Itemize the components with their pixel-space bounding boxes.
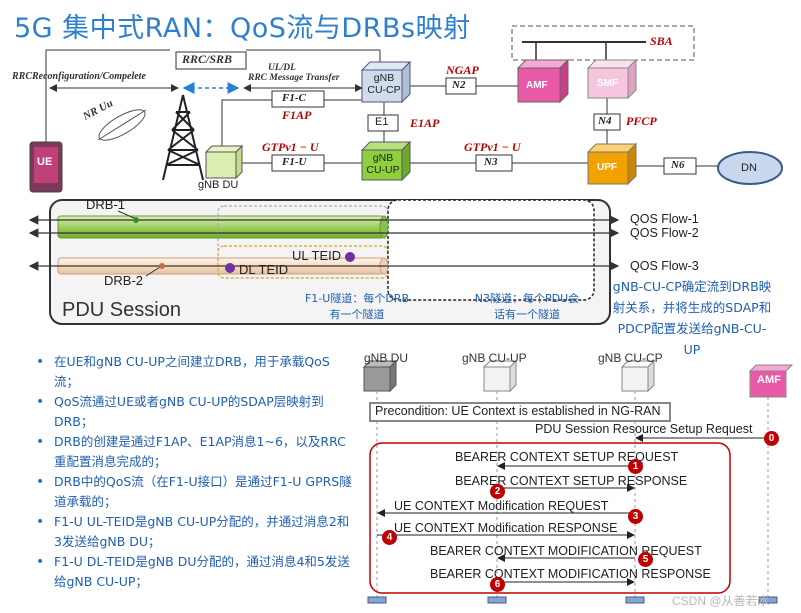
message-1-text: BEARER CONTEXT SETUP REQUEST	[455, 450, 679, 464]
f1c-label: F1-C	[282, 92, 306, 104]
message-5-badge: 5	[638, 552, 653, 567]
precondition-text: Precondition: UE Context is established …	[375, 404, 661, 418]
bullet-list: 在UE和gNB CU-UP之间建立DRB，用于承载QoS流； QoS流通过UE或…	[34, 352, 354, 592]
qos-flow-3-label: QOS Flow-3	[630, 259, 699, 273]
uldl-label: UL/DL	[268, 63, 296, 73]
rrc-reconfig-label: RRCReconfiguration/Compelete	[12, 71, 146, 82]
watermark: CSDN @从善若水	[672, 594, 770, 608]
message-4-badge: 4	[382, 530, 397, 545]
message-2-text: BEARER CONTEXT SETUP RESPONSE	[455, 474, 688, 488]
ul-teid-label: UL TEID	[292, 248, 342, 263]
ngap-label: NGAP	[446, 63, 479, 77]
qos-flow-1-label: QOS Flow-1	[630, 212, 699, 226]
n4-label: N4	[598, 115, 612, 127]
dn-node: DN	[741, 162, 757, 174]
dl-teid-label: DL TEID	[239, 262, 289, 277]
rrc-srb-label: RRC/SRB	[182, 52, 233, 66]
ue-node: UE	[37, 156, 53, 168]
seq-amf-label: AMF	[757, 374, 781, 386]
seq-gnb-du-label: gNB DU	[364, 351, 409, 365]
sequence-diagram	[362, 359, 794, 604]
f1u-label: F1-U	[282, 156, 307, 168]
bullet-item: QoS流通过UE或者gNB CU-UP的SDAP层映射到DRB；	[34, 392, 354, 432]
message-3-badge: 3	[628, 509, 643, 524]
f1u-tunnel-note: F1-U隧道：每个DRB 有一个隧道	[304, 292, 409, 321]
message-6-text: BEARER CONTEXT MODIFICATION RESPONSE	[430, 567, 711, 581]
message-0-badge: 0	[764, 431, 779, 446]
rrc-msg-transfer-label: RRC Message Transfer	[248, 73, 340, 83]
message-2-badge: 2	[490, 484, 505, 499]
n6-label: N6	[671, 159, 685, 171]
message-6-badge: 6	[490, 577, 505, 592]
bullet-item: DRB的创建是通过F1AP、E1AP消息1~6，以及RRC重配置消息完成的；	[34, 432, 354, 472]
gnb-cu-cp-node: gNB CU-CP	[367, 72, 401, 96]
message-5-text: BEARER CONTEXT MODIFICATION REQUEST	[430, 544, 702, 558]
n3-tunnel-note: N3隧道：每个PDU会 话有一个隧道	[474, 292, 580, 321]
bullet-item: F1-U DL-TEID是gNB DU分配的，通过消息4和5发送给gNB CU-…	[34, 552, 354, 592]
pfcp-label: PFCP	[626, 114, 657, 128]
bullet-item: 在UE和gNB CU-UP之间建立DRB，用于承载QoS流；	[34, 352, 354, 392]
gnb-du-node: gNB DU	[198, 179, 239, 191]
seq-cu-cp-label: gNB CU-CP	[598, 351, 663, 365]
architecture-diagram	[29, 25, 783, 193]
bullet-item: DRB中的QoS流（在F1-U接口）是通过F1-U GPRS隧道承载的；	[34, 472, 354, 512]
message-4-text: UE CONTEXT Modification RESPONSE	[394, 521, 618, 535]
n3-label: N3	[484, 156, 498, 168]
amf-node: AMF	[526, 80, 548, 91]
gnb-cu-up-node: gNB CU-UP	[366, 152, 400, 176]
n2-label: N2	[452, 79, 466, 91]
sba-label: SBA	[650, 34, 673, 48]
gtpu-label-2: GTPv1 − U	[464, 140, 521, 154]
pdu-session-label: PDU Session	[62, 299, 181, 321]
f1ap-label: F1AP	[282, 108, 312, 122]
message-1-badge: 1	[628, 459, 643, 474]
drb1-label: DRB-1	[86, 197, 126, 212]
gtpu-label-1: GTPv1 − U	[262, 140, 319, 154]
smf-node: SMF	[597, 78, 619, 89]
message-3-text: UE CONTEXT Modification REQUEST	[394, 499, 609, 513]
e1-label: E1	[375, 116, 389, 128]
bullet-item: F1-U UL-TEID是gNB CU-UP分配的，并通过消息2和3发送给gNB…	[34, 512, 354, 552]
pdu-session-diagram	[28, 199, 620, 325]
qos-flow-2-label: QOS Flow-2	[630, 226, 699, 240]
message-0-text: PDU Session Resource Setup Request	[535, 422, 753, 436]
seq-cu-up-label: gNB CU-UP	[462, 351, 527, 365]
drb2-label: DRB-2	[104, 273, 144, 288]
mapping-note: gNB-CU-CP确定流到DRB映射关系，并将生成的SDAP和PDCP配置发送给…	[612, 279, 772, 357]
e1ap-label: E1AP	[410, 116, 440, 130]
upf-node: UPF	[597, 162, 617, 173]
page-title: 5G 集中式RAN：QoS流与DRBs映射	[14, 13, 471, 44]
